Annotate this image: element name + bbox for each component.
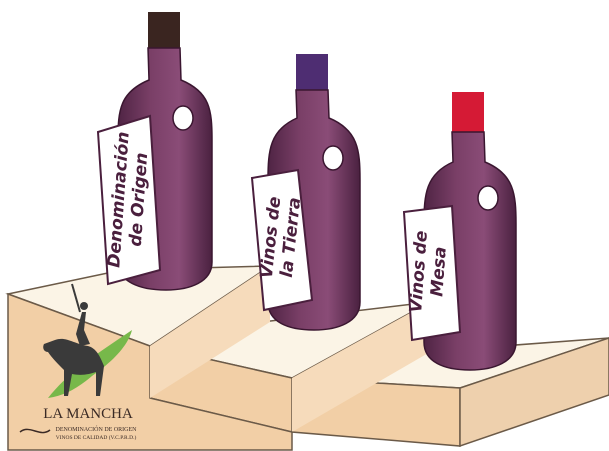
bottle-1-highlight: [173, 106, 193, 130]
logo-subtitle-2: VINOS DE CALIDAD (V.C.P.R.D.): [56, 434, 137, 441]
wine-bottle-1: Denominación de Origen: [98, 12, 212, 290]
logo-name: LA MANCHA: [43, 406, 133, 422]
wine-bottle-3: Vinos de Mesa: [404, 92, 516, 370]
wine-bottle-2: Vinos de la Tierra: [252, 54, 360, 330]
bottle-3-highlight: [478, 186, 498, 210]
bottle-2-cap: [296, 54, 328, 90]
logo-subtitle-1: DENOMINACIÓN DE ORIGEN: [56, 425, 138, 433]
bottle-3-cap: [452, 92, 484, 132]
bottle-2-highlight: [323, 146, 343, 170]
bottle-3-label-line2: Mesa: [427, 246, 450, 297]
bottle-1-cap: [148, 12, 180, 48]
